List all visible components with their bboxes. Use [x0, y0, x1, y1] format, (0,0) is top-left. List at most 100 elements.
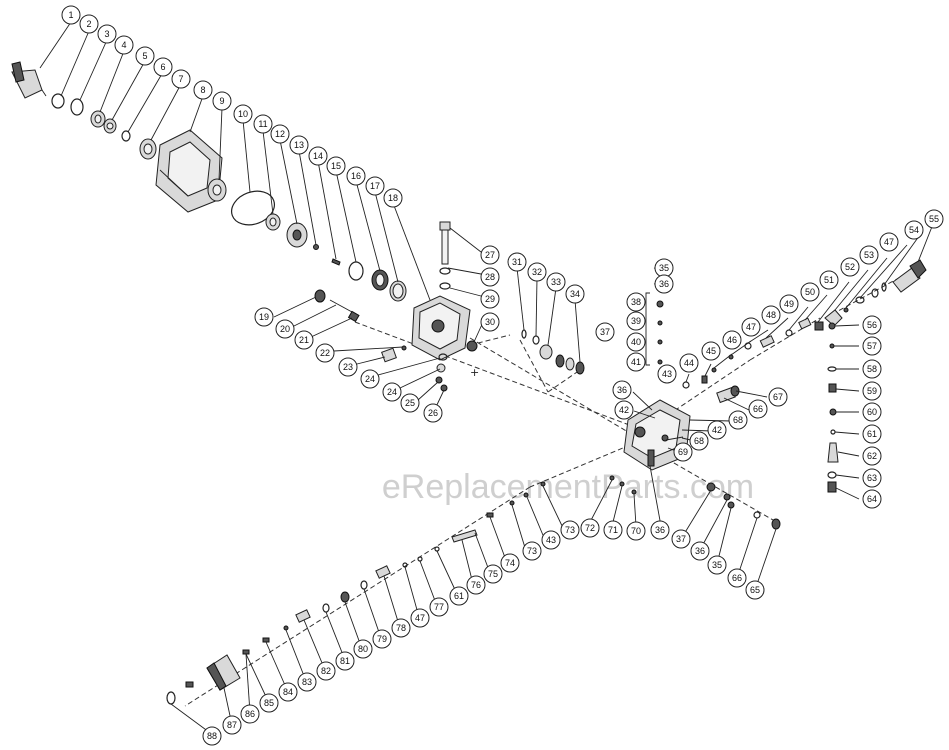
- callout-circle: [171, 69, 191, 89]
- callout-74: 74: [500, 553, 520, 573]
- callout-1: 1: [61, 5, 81, 25]
- callout-circle: [382, 382, 402, 402]
- callout-circle: [779, 294, 799, 314]
- callout-label: 23: [343, 362, 353, 372]
- callout-87: 87: [222, 715, 242, 735]
- callout-36: 36: [654, 274, 674, 294]
- callout-40: 40: [626, 332, 646, 352]
- callout-label: 20: [280, 324, 290, 334]
- part-valve-body: [623, 399, 691, 471]
- callout-label: 51: [824, 275, 834, 285]
- callout-label: 36: [617, 385, 627, 395]
- part-nut: [727, 501, 735, 509]
- callout-circle: [727, 568, 747, 588]
- part-ring: [231, 190, 275, 226]
- callout-circle: [673, 442, 693, 462]
- part-wand: [451, 529, 478, 543]
- callout-58: 58: [862, 359, 882, 379]
- callout-circle: [500, 553, 520, 573]
- callout-label: 3: [104, 29, 109, 39]
- callout-circle: [546, 272, 566, 292]
- callout-label: 42: [619, 405, 629, 415]
- callout-77: 77: [429, 597, 449, 617]
- callout-circle: [722, 330, 742, 350]
- part-nut: [436, 363, 446, 373]
- callout-circle: [862, 489, 882, 509]
- callout-label: 16: [351, 171, 361, 181]
- cross-marker: +: [470, 366, 479, 379]
- callout-circle: [315, 343, 335, 363]
- callout-57: 57: [862, 336, 882, 356]
- callout-label: 61: [867, 429, 877, 439]
- callout-label: 50: [805, 287, 815, 297]
- callout-59: 59: [862, 381, 882, 401]
- part-fitting: [375, 565, 391, 579]
- callout-19: 19: [254, 307, 274, 327]
- callout-label: 37: [600, 327, 610, 337]
- callout-83: 83: [297, 672, 317, 692]
- callout-circle: [372, 629, 392, 649]
- callout-label: 47: [415, 613, 425, 623]
- callout-circle: [212, 91, 232, 111]
- callout-circle: [840, 257, 860, 277]
- callout-61: 61: [862, 424, 882, 444]
- callout-47: 47: [741, 317, 761, 337]
- callout-50: 50: [800, 282, 820, 302]
- callout-circle: [768, 387, 788, 407]
- callout-49: 49: [779, 294, 799, 314]
- callout-circle: [707, 420, 727, 440]
- callout-circle: [316, 661, 336, 681]
- part-nut: [706, 482, 716, 492]
- callout-circle: [429, 597, 449, 617]
- part-bearing: [265, 213, 281, 231]
- part-ring: [348, 261, 364, 281]
- callout-circle: [259, 693, 279, 713]
- callout-circle: [679, 353, 699, 373]
- callout-label: 4: [121, 40, 126, 50]
- callout-layer: 1234567891011121314151617181920212223242…: [61, 5, 944, 746]
- callout-label: 66: [732, 573, 742, 583]
- callout-label: 79: [377, 634, 387, 644]
- part-ring: [881, 282, 887, 292]
- callout-circle: [240, 704, 260, 724]
- part-pin: [843, 307, 849, 313]
- callout-26: 26: [423, 403, 443, 423]
- callout-circle: [483, 564, 503, 584]
- part-pin: [540, 481, 546, 487]
- callout-label: 37: [676, 534, 686, 544]
- callout-label: 7: [178, 74, 183, 84]
- callout-33: 33: [546, 272, 566, 292]
- callout-label: 56: [867, 320, 877, 330]
- callout-label: 27: [485, 250, 495, 260]
- callout-66: 66: [748, 399, 768, 419]
- callout-label: 65: [750, 585, 760, 595]
- part-pin: [331, 258, 341, 266]
- callout-label: 24: [365, 374, 375, 384]
- callout-69: 69: [673, 442, 693, 462]
- callout-5: 5: [135, 46, 155, 66]
- callout-label: 18: [388, 193, 398, 203]
- callout-label: 76: [471, 580, 481, 590]
- callout-label: 84: [283, 687, 293, 697]
- callout-circle: [79, 14, 99, 34]
- callout-circle: [924, 209, 944, 229]
- callout-18: 18: [383, 188, 403, 208]
- callout-label: 80: [358, 644, 368, 654]
- part-manifold: [411, 295, 471, 361]
- part-ring: [785, 329, 793, 337]
- callout-circle: [657, 364, 677, 384]
- callout-label: 72: [585, 523, 595, 533]
- callout-label: 77: [434, 602, 444, 612]
- callout-circle: [507, 252, 527, 272]
- callout-42: 42: [707, 420, 727, 440]
- callout-37: 37: [671, 529, 691, 549]
- callout-66: 66: [727, 568, 747, 588]
- part-filter: [206, 654, 241, 691]
- callout-circle: [480, 245, 500, 265]
- part-ring: [682, 381, 690, 389]
- part-seal: [389, 280, 407, 302]
- callout-label: 48: [766, 310, 776, 320]
- callout-68: 68: [689, 431, 709, 451]
- callout-31: 31: [507, 252, 527, 272]
